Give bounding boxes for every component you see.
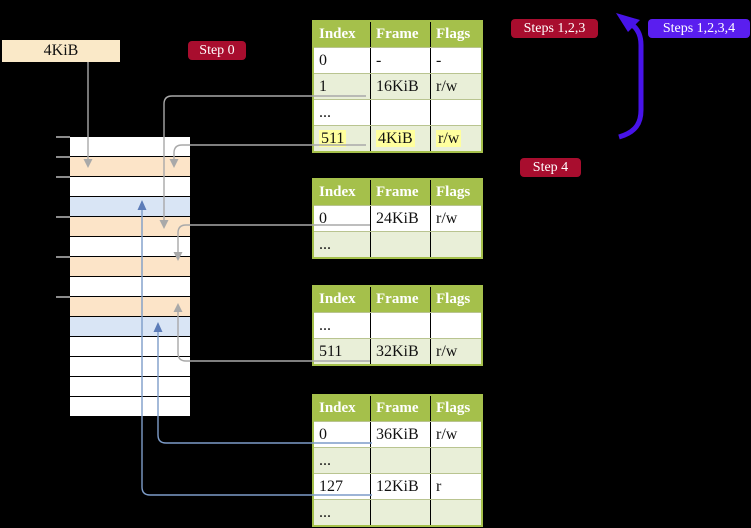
physical-memory-stack	[70, 136, 190, 417]
table-cell: -	[430, 48, 481, 73]
memory-frame-white	[70, 397, 190, 417]
highlighted-value: 4KiB	[376, 130, 415, 147]
column-header-index: Index	[314, 22, 370, 47]
steps-1234-loop-arrow	[618, 21, 644, 140]
table-cell: 32KiB	[370, 339, 430, 364]
table-cell	[430, 500, 481, 525]
frame-size-label: 4KiB	[2, 40, 120, 62]
memory-frame-peach	[70, 257, 190, 277]
column-header-frame: Frame	[370, 22, 430, 47]
memory-frame-blue	[70, 317, 190, 337]
memory-frame-white	[70, 357, 190, 377]
table-cell: 12KiB	[370, 474, 430, 499]
steps-123-badge: Steps 1,2,3	[511, 19, 598, 38]
table-cell: r/w	[430, 74, 481, 99]
column-header-frame: Frame	[370, 287, 430, 312]
memory-frame-peach	[70, 217, 190, 237]
memory-frame-peach	[70, 157, 190, 177]
table-cell: ...	[314, 232, 370, 257]
column-header-index: Index	[314, 396, 370, 421]
table-row: ...	[314, 499, 481, 525]
table-cell: 16KiB	[370, 74, 430, 99]
table-cell: 24KiB	[370, 206, 430, 231]
table-cell: ...	[314, 100, 370, 125]
table-cell: ...	[314, 500, 370, 525]
table-cell: r/w	[430, 422, 481, 447]
table-row: 511 4KiB r/w	[314, 125, 481, 151]
table-cell	[370, 100, 430, 125]
table-cell	[430, 100, 481, 125]
table-row: ...	[314, 99, 481, 125]
table-cell: 127	[314, 474, 370, 499]
table-cell	[430, 232, 481, 257]
column-header-flags: Flags	[430, 22, 481, 47]
table-cell: ...	[314, 313, 370, 338]
table-cell	[370, 500, 430, 525]
table-row: ...	[314, 312, 481, 338]
steps-1234-badge: Steps 1,2,3,4	[648, 19, 750, 38]
column-header-flags: Flags	[430, 287, 481, 312]
table-cell: 511	[314, 339, 370, 364]
table-cell: 0	[314, 422, 370, 447]
memory-frame-blue	[70, 197, 190, 217]
table-cell: -	[370, 48, 430, 73]
table-cell: r/w	[430, 339, 481, 364]
highlighted-value: r/w	[436, 130, 462, 147]
table-cell: r/w	[430, 126, 481, 151]
table-cell	[430, 448, 481, 473]
table-cell: ...	[314, 448, 370, 473]
memory-frame-white	[70, 177, 190, 197]
column-header-frame: Frame	[370, 180, 430, 205]
table-row: ...	[314, 447, 481, 473]
column-header-index: Index	[314, 287, 370, 312]
table-cell: r/w	[430, 206, 481, 231]
table-cell: 4KiB	[370, 126, 430, 151]
memory-frame-white	[70, 237, 190, 257]
column-header-frame: Frame	[370, 396, 430, 421]
memory-frame-white	[70, 137, 190, 157]
table-cell: 0	[314, 48, 370, 73]
table-cell: r	[430, 474, 481, 499]
table-row: 0--	[314, 47, 481, 73]
table-cell	[370, 232, 430, 257]
memory-frame-white	[70, 377, 190, 397]
table-cell	[430, 313, 481, 338]
memory-frame-white	[70, 277, 190, 297]
up-left-arrowhead-icon	[616, 13, 640, 32]
step0-badge: Step 0	[188, 41, 246, 60]
table-row: ...	[314, 231, 481, 257]
memory-frame-peach	[70, 297, 190, 317]
column-header-flags: Flags	[430, 396, 481, 421]
column-header-index: Index	[314, 180, 370, 205]
table-cell: 0	[314, 206, 370, 231]
table-cell: 36KiB	[370, 422, 430, 447]
column-header-flags: Flags	[430, 180, 481, 205]
table-cell	[370, 448, 430, 473]
table-cell	[370, 313, 430, 338]
table-cell: 1	[314, 74, 370, 99]
memory-frame-white	[70, 337, 190, 357]
highlighted-value: 511	[319, 130, 347, 147]
table-cell: 511	[314, 126, 370, 151]
step4-badge: Step 4	[520, 158, 581, 177]
